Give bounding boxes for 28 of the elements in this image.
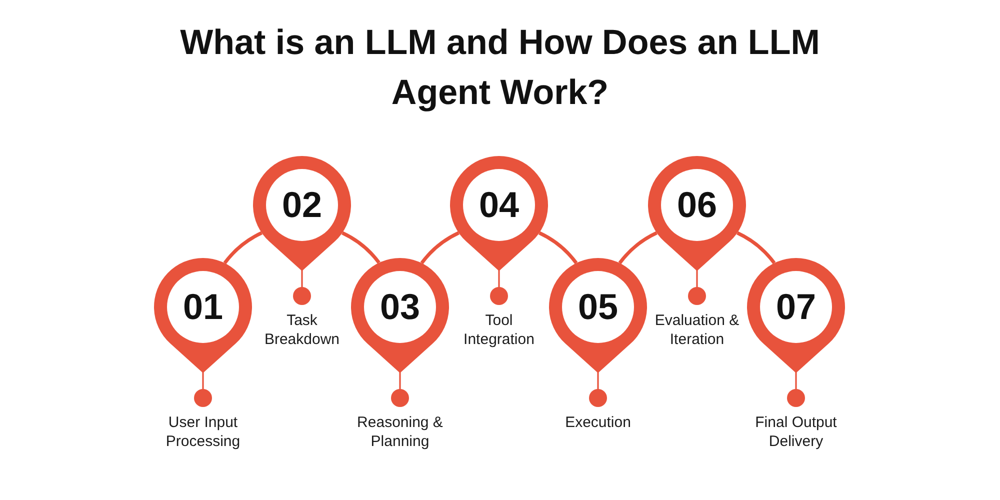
diagram-title: What is an LLM and How Does an LLM Agent Work? bbox=[179, 22, 821, 114]
step-number: 04 bbox=[478, 185, 520, 225]
step-number: 03 bbox=[380, 287, 420, 327]
step-label: User Input Processing bbox=[164, 413, 242, 451]
step-label: Tool Integration bbox=[462, 311, 536, 349]
step-label: Task Breakdown bbox=[263, 311, 341, 349]
connector-arc bbox=[420, 231, 460, 264]
map-pin bbox=[450, 156, 548, 305]
step-number: 06 bbox=[676, 185, 718, 225]
map-pin bbox=[648, 156, 746, 305]
step-label: Final Output Delivery bbox=[754, 413, 838, 451]
map-pin bbox=[747, 258, 845, 407]
step-number: 01 bbox=[182, 287, 224, 327]
step-number: 05 bbox=[578, 287, 618, 327]
connector-arc bbox=[223, 231, 263, 264]
step-number: 07 bbox=[776, 287, 816, 327]
map-pin bbox=[253, 156, 351, 305]
step-number: 02 bbox=[282, 185, 322, 225]
connector-arc bbox=[618, 231, 658, 264]
connector-arc bbox=[341, 231, 380, 264]
connector-arc bbox=[538, 231, 578, 264]
map-pin bbox=[154, 258, 252, 407]
step-label: Reasoning & Planning bbox=[356, 413, 444, 451]
map-pin bbox=[549, 258, 647, 407]
step-label: Evaluation & Iteration bbox=[654, 311, 740, 349]
map-pin bbox=[351, 258, 449, 407]
step-label: Execution bbox=[565, 413, 631, 432]
connector-arc bbox=[736, 231, 776, 264]
